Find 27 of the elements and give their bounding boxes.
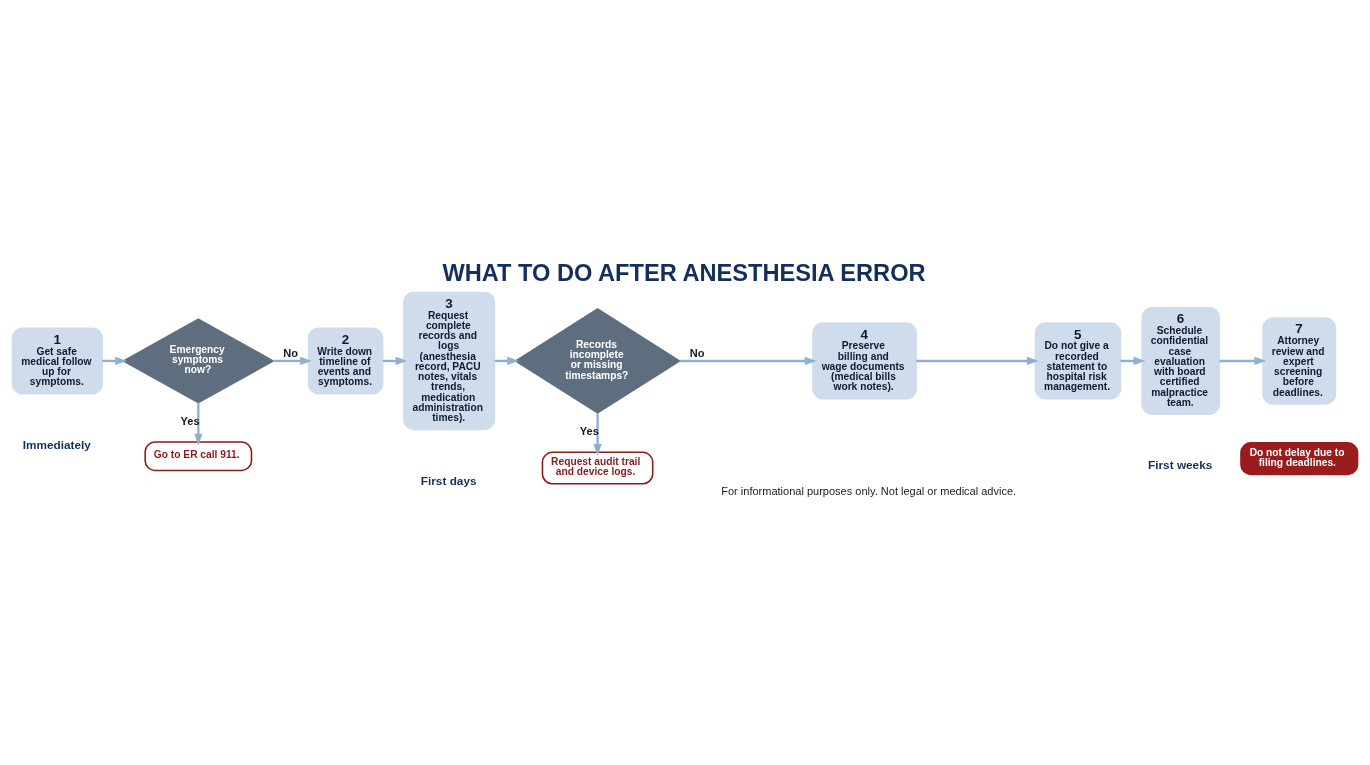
node-box: 2 Write down timeline of events and symptoms.	[307, 326, 384, 394]
node-box: 1 Get safe medical follow up for symptoms.	[11, 326, 104, 394]
arrow	[1219, 356, 1267, 365]
diagram-title: WHAT TO DO AFTER ANESTHESIA ERROR	[442, 259, 926, 286]
arrow	[679, 356, 817, 365]
node-box: 7 Attorney review and expert screening before deadlines.	[1262, 316, 1337, 405]
edge-label: Yes	[180, 414, 200, 426]
node-diamond: Records incomplete or missing timestamps?	[514, 307, 681, 414]
node-box: 3 Request complete records and logs (anesthesia record, PACU notes, vitals trends, medication administration times).	[403, 291, 496, 430]
node-box: Request audit trail and device logs.	[541, 451, 654, 485]
edge-label: No	[689, 346, 705, 359]
node-diamond: Emergency symptoms now?	[121, 317, 275, 404]
arrow	[593, 412, 602, 456]
edge-label: Yes	[579, 424, 599, 437]
arrow	[273, 356, 312, 365]
arrow	[916, 356, 1039, 365]
node-box: 6 Schedule confidential case evaluation with board certified malpractice team.	[1141, 306, 1221, 415]
arrow	[194, 402, 203, 446]
edge-label: No	[283, 346, 299, 359]
label: First days	[420, 473, 477, 488]
caption: For informational purposes only. Not legal or medical advice.	[721, 484, 1017, 497]
label: First weeks	[1148, 457, 1213, 472]
label: Immediately	[22, 437, 91, 452]
node-box: 4 Preserve billing and wage documents (medical bills work notes).	[812, 321, 917, 400]
node-box: Go to ER call 911.	[144, 440, 253, 471]
node-box: 5 Do not give a recorded statement to hospital risk management.	[1034, 321, 1122, 400]
node-box: Do not delay due to filing deadlines.	[1240, 441, 1359, 475]
